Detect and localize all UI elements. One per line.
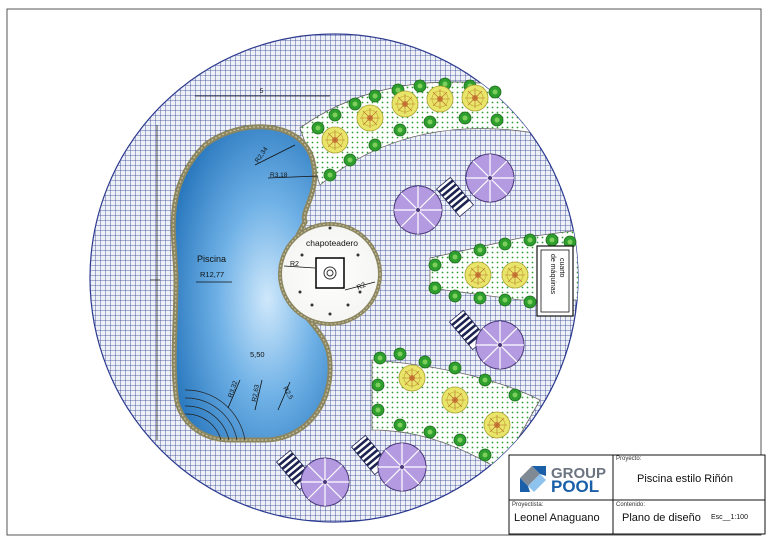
- machine-room-label-2: de máquinas: [549, 254, 556, 295]
- scale-label: Esc__1:100: [711, 514, 748, 521]
- project-caption: Proyecto:: [616, 456, 642, 462]
- pool-radius-label: R12,77: [200, 270, 224, 279]
- kids-radius-right-label: R2: [356, 282, 367, 292]
- kids-pool-label: chapoteadero: [306, 238, 358, 248]
- top-dimension-label: 5: [260, 89, 264, 95]
- machine-room: [536, 245, 574, 317]
- pool-label: Piscina: [197, 254, 226, 264]
- logo-text-group: GROUP: [551, 465, 607, 482]
- radius-label-4: R2,63: [251, 384, 261, 403]
- radius-label-2: R3,18: [270, 172, 288, 179]
- drawing-frame: [6, 8, 762, 536]
- pool-steps: [184, 389, 246, 441]
- pool-width-label: 5,50: [250, 350, 265, 359]
- content-caption: Contenido:: [616, 502, 646, 508]
- group-pool-logo: [520, 466, 546, 492]
- fountain-square: [315, 257, 345, 289]
- kids-pool-nozzles: [298, 226, 362, 316]
- kids-radius-left-label: R2: [290, 261, 299, 268]
- content-name: Plano de diseño: [622, 512, 701, 524]
- kids-radius-left: [283, 265, 316, 269]
- designer-caption: Proyectista:: [512, 502, 544, 508]
- machine-room-label-1: cuarto: [558, 258, 565, 278]
- title-block: [508, 454, 766, 535]
- pool-radius-lines: [196, 144, 319, 411]
- designer-name: Leonel Anaguano: [514, 512, 600, 524]
- logo-text-pool: POOL: [551, 477, 600, 496]
- kids-radius-right: [344, 281, 376, 291]
- project-name: Piscina estilo Riñón: [637, 473, 733, 485]
